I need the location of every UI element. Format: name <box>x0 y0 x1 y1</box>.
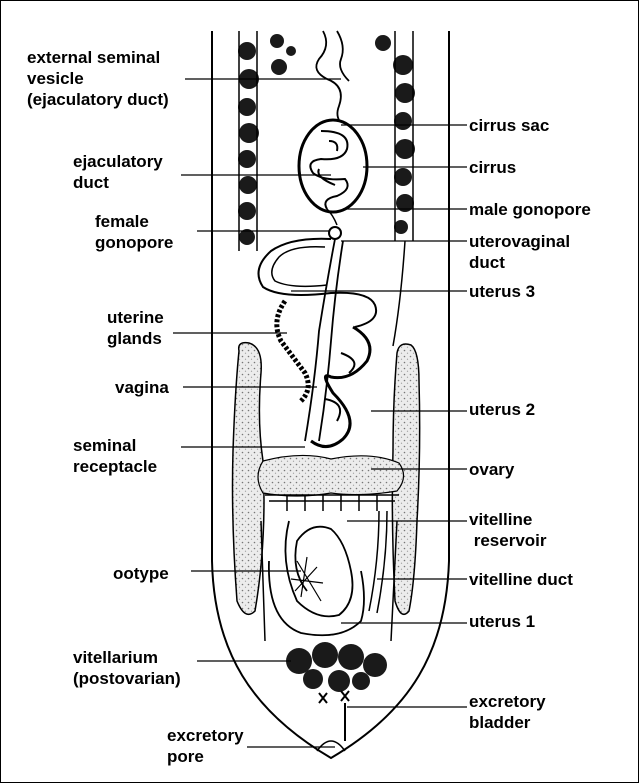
label-line: bladder <box>469 712 546 733</box>
vitelline-duct <box>369 511 387 613</box>
label-vitelline-reservoir: vitelline reservoir <box>469 509 547 551</box>
label-line: gonopore <box>95 232 173 253</box>
label-ovary: ovary <box>469 459 514 480</box>
label-excretory-pore: excretory pore <box>167 725 244 767</box>
label-line: seminal <box>73 435 157 456</box>
excretory-bladder <box>319 691 349 741</box>
uterus-3-loop <box>259 239 377 327</box>
uterus-2-coils <box>311 327 370 447</box>
vagina-duct <box>305 239 343 441</box>
label-line: receptacle <box>73 456 157 477</box>
label-line: pore <box>167 746 244 767</box>
label-external-seminal-vesicle: external seminal vesicle (ejaculatory du… <box>27 47 169 110</box>
uterine-glands <box>277 301 308 401</box>
label-line: vesicle <box>27 68 169 89</box>
label-cirrus-sac: cirrus sac <box>469 115 549 136</box>
label-line: (postovarian) <box>73 668 181 689</box>
label-uterovaginal-duct: uterovaginal duct <box>469 231 570 273</box>
ovary-body <box>258 455 404 496</box>
label-line: duct <box>469 252 570 273</box>
label-ootype: ootype <box>113 563 169 584</box>
gonopore-knob <box>329 227 341 239</box>
label-ejaculatory-duct: ejaculatory duct <box>73 151 163 193</box>
label-uterus-2: uterus 2 <box>469 399 535 420</box>
label-line: external seminal <box>27 47 169 68</box>
label-excretory-bladder: excretory bladder <box>469 691 546 733</box>
label-line: (ejaculatory duct) <box>27 89 169 110</box>
label-line: reservoir <box>469 530 547 551</box>
label-line: vitelline <box>469 509 547 530</box>
label-uterine-glands: uterine glands <box>107 307 164 349</box>
label-line: ejaculatory <box>73 151 163 172</box>
label-uterus-1: uterus 1 <box>469 611 535 632</box>
label-line: female <box>95 211 173 232</box>
label-line: uterovaginal <box>469 231 570 252</box>
label-vitelline-duct: vitelline duct <box>469 569 573 590</box>
label-female-gonopore: female gonopore <box>95 211 173 253</box>
label-vitellarium: vitellarium (postovarian) <box>73 647 181 689</box>
excretory-pore-notch <box>317 741 345 751</box>
vitelline-reservoir <box>265 495 399 511</box>
seminal-vesicle <box>316 31 349 123</box>
label-cirrus: cirrus <box>469 157 516 178</box>
postovarian-follicles <box>286 642 387 692</box>
label-male-gonopore: male gonopore <box>469 199 591 220</box>
label-seminal-receptacle: seminal receptacle <box>73 435 157 477</box>
label-line: glands <box>107 328 164 349</box>
label-uterus-3: uterus 3 <box>469 281 535 302</box>
label-line: duct <box>73 172 163 193</box>
vitelline-follicles-left <box>238 34 296 245</box>
cirrus-sac <box>299 120 367 212</box>
label-line: vitellarium <box>73 647 181 668</box>
label-line: uterine <box>107 307 164 328</box>
label-line: excretory <box>469 691 546 712</box>
label-line: excretory <box>167 725 244 746</box>
label-vagina: vagina <box>115 377 169 398</box>
ootype-region <box>285 521 352 616</box>
